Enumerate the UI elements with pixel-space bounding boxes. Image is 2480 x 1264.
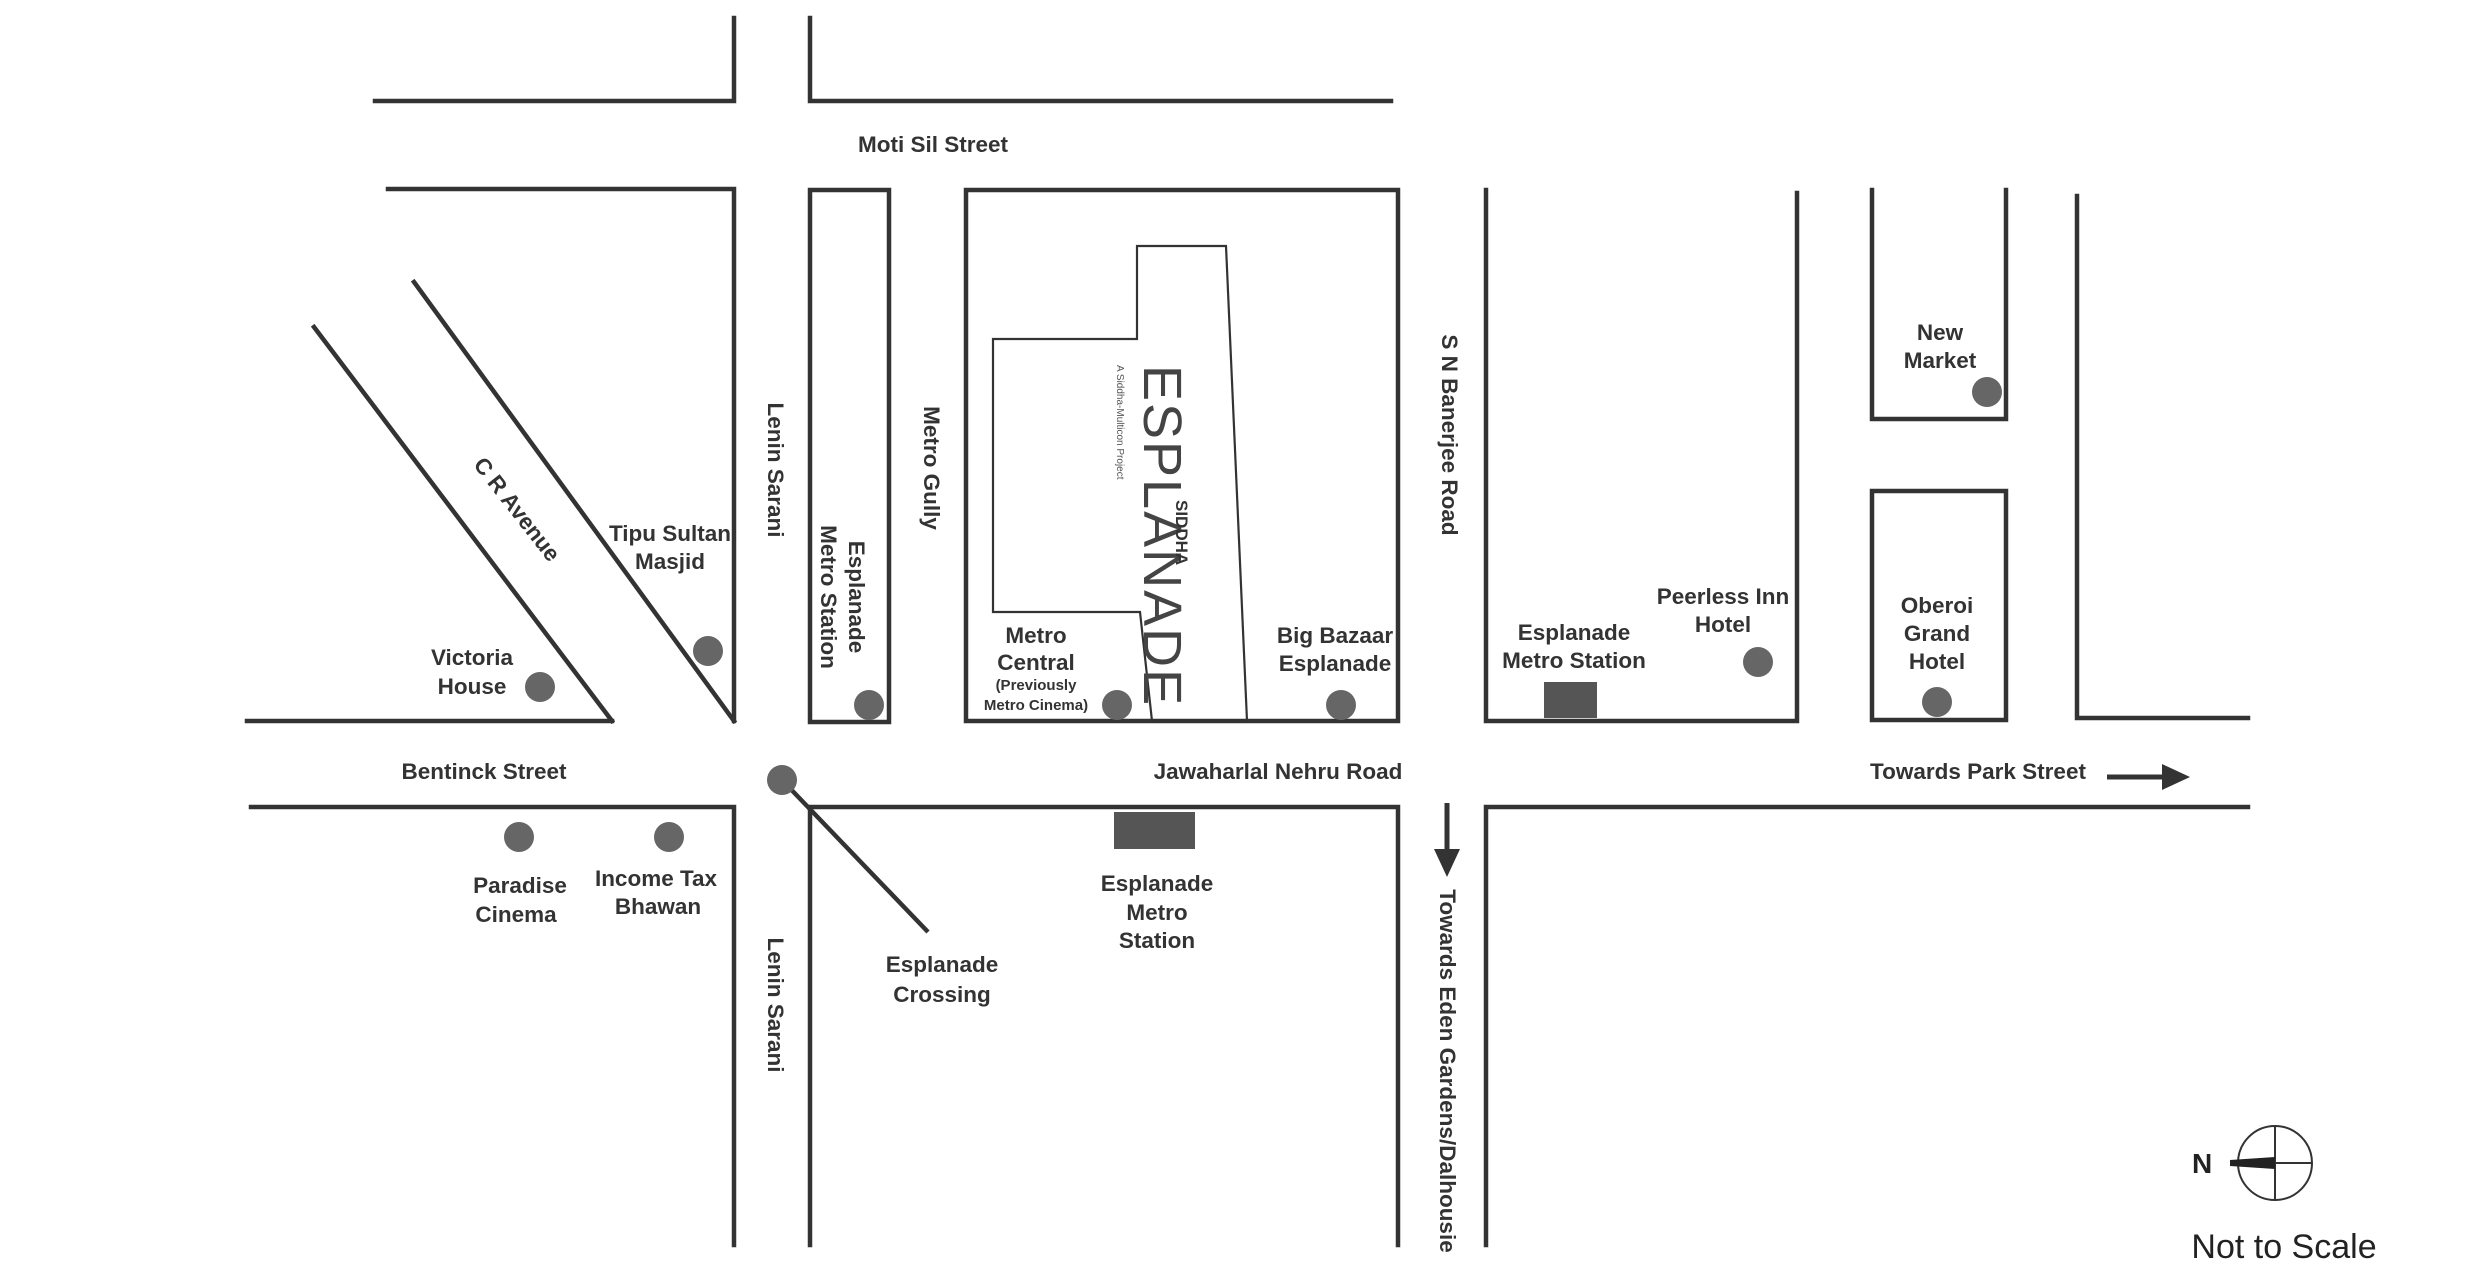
block-oberoi-grand (1869, 488, 2009, 723)
svg-text:Esplanade: Esplanade (1518, 620, 1631, 645)
tipu-sultan-dot (693, 636, 723, 666)
label-big-bazaar: Big Bazaar Esplanade (1277, 623, 1394, 676)
road-label-jl-nehru: Jawaharlal Nehru Road (1154, 759, 1403, 784)
svg-text:Hotel: Hotel (1909, 649, 1965, 674)
svg-text:Income Tax: Income Tax (595, 866, 718, 891)
block-southeast (1483, 804, 2251, 1248)
block-northwest (385, 186, 737, 724)
block-metro-station-strip (807, 187, 892, 725)
block-south-centre (807, 804, 1401, 1248)
label-income-tax: Income Tax Bhawan (595, 866, 718, 919)
svg-text:Esplanade: Esplanade (844, 541, 869, 654)
arrow-eden-gardens (1434, 803, 1460, 877)
arrow-park-street (2107, 764, 2190, 790)
metro-central-dot (1102, 690, 1132, 720)
block-top-left (372, 15, 737, 104)
svg-text:Hotel: Hotel (1695, 612, 1751, 637)
svg-text:Peerless Inn: Peerless Inn (1657, 584, 1790, 609)
road-label-eden-gardens: Towards Eden Gardens/Dalhousie (1435, 889, 1460, 1252)
block-new-market (1869, 187, 2009, 422)
label-metro-central: Metro Central (Previously Metro Cinema) (984, 623, 1088, 714)
svg-text:Victoria: Victoria (431, 645, 514, 670)
metro-station-marker-south (1114, 812, 1195, 849)
project-name: ESPLANADE (1132, 365, 1192, 707)
label-esplanade-metro-east: Esplanade Metro Station (1502, 620, 1646, 673)
new-market-dot (1972, 377, 2002, 407)
label-oberoi-grand: Oberoi Grand Hotel (1901, 593, 1974, 674)
svg-text:House: House (438, 674, 507, 699)
svg-text:Tipu Sultan: Tipu Sultan (609, 521, 731, 546)
block-sn-banerjee-east (1483, 187, 1800, 724)
svg-text:Esplanade: Esplanade (886, 952, 999, 977)
label-victoria-house: Victoria House (431, 645, 514, 699)
svg-text:New: New (1917, 320, 1964, 345)
peerless-inn-dot (1743, 647, 1773, 677)
road-label-metro-gully: Metro Gully (919, 406, 944, 530)
project-site-outline (991, 244, 1249, 723)
compass-north-label: N (2192, 1148, 2212, 1179)
road-label-park-street: Towards Park Street (1870, 759, 2086, 784)
siddha-logo: SIDDHA (1172, 500, 1191, 565)
svg-text:Oberoi: Oberoi (1901, 593, 1974, 618)
oberoi-grand-dot (1922, 687, 1952, 717)
label-esplanade-crossing: Esplanade Crossing (886, 952, 999, 1007)
svg-text:Grand: Grand (1904, 621, 1970, 646)
block-esplanade-site (963, 187, 1401, 724)
label-esplanade-metro-south: Esplanade Metro Station (1101, 871, 1214, 953)
label-paradise-cinema: Paradise Cinema (473, 873, 567, 927)
esplanade-metro-strip-dot (854, 690, 884, 720)
income-tax-dot (654, 822, 684, 852)
label-tipu-sultan: Tipu Sultan Masjid (609, 521, 731, 574)
scale-note: Not to Scale (2191, 1228, 2376, 1264)
svg-text:Metro: Metro (1126, 900, 1187, 925)
cr-avenue-east-edge (410, 278, 738, 725)
road-label-bentinck: Bentinck Street (401, 759, 567, 784)
project-tagline: A Siddha-Multicon Project (1114, 365, 1125, 480)
label-esplanade-metro-strip: Esplanade Metro Station (816, 525, 869, 669)
label-peerless-inn: Peerless Inn Hotel (1657, 584, 1790, 637)
svg-text:Metro Cinema): Metro Cinema) (984, 697, 1088, 714)
road-label-moti-sil: Moti Sil Street (858, 132, 1009, 157)
landmark-dots (504, 377, 2002, 852)
metro-station-marker-east (1544, 682, 1597, 718)
svg-text:Masjid: Masjid (635, 549, 705, 574)
road-label-sn-banerjee: S N Banerjee Road (1437, 334, 1462, 535)
svg-text:Big Bazaar: Big Bazaar (1277, 623, 1394, 648)
victoria-house-dot (525, 672, 555, 702)
label-new-market: New Market (1904, 320, 1977, 373)
block-far-east (2074, 193, 2251, 721)
compass-icon: N (2192, 1125, 2313, 1201)
svg-text:Crossing: Crossing (893, 982, 991, 1007)
road-label-lenin-sarani-south: Lenin Sarani (763, 937, 788, 1072)
svg-text:Esplanade: Esplanade (1279, 651, 1392, 676)
esplanade-crossing-dot (767, 765, 797, 795)
svg-text:Paradise: Paradise (473, 873, 567, 898)
cr-avenue-west-edge (310, 323, 616, 725)
project-branding: ESPLANADE A Siddha-Multicon Project SIDD… (1114, 365, 1192, 707)
road-label-lenin-sarani-north: Lenin Sarani (763, 402, 788, 537)
svg-text:Cinema: Cinema (475, 902, 557, 927)
svg-text:Metro Station: Metro Station (816, 525, 841, 669)
svg-text:Market: Market (1904, 348, 1977, 373)
road-network (244, 15, 2251, 1248)
block-top-right (807, 15, 1394, 104)
svg-text:(Previously: (Previously (996, 677, 1078, 694)
svg-text:Metro: Metro (1005, 623, 1066, 648)
svg-text:Metro Station: Metro Station (1502, 648, 1646, 673)
big-bazaar-dot (1326, 690, 1356, 720)
esplanade-crossing-diagonal (780, 778, 930, 934)
svg-text:Esplanade: Esplanade (1101, 871, 1214, 896)
block-southwest (248, 804, 737, 1248)
svg-text:Bhawan: Bhawan (615, 894, 701, 919)
svg-text:Station: Station (1119, 928, 1195, 953)
paradise-cinema-dot (504, 822, 534, 852)
svg-text:Central: Central (997, 650, 1075, 675)
